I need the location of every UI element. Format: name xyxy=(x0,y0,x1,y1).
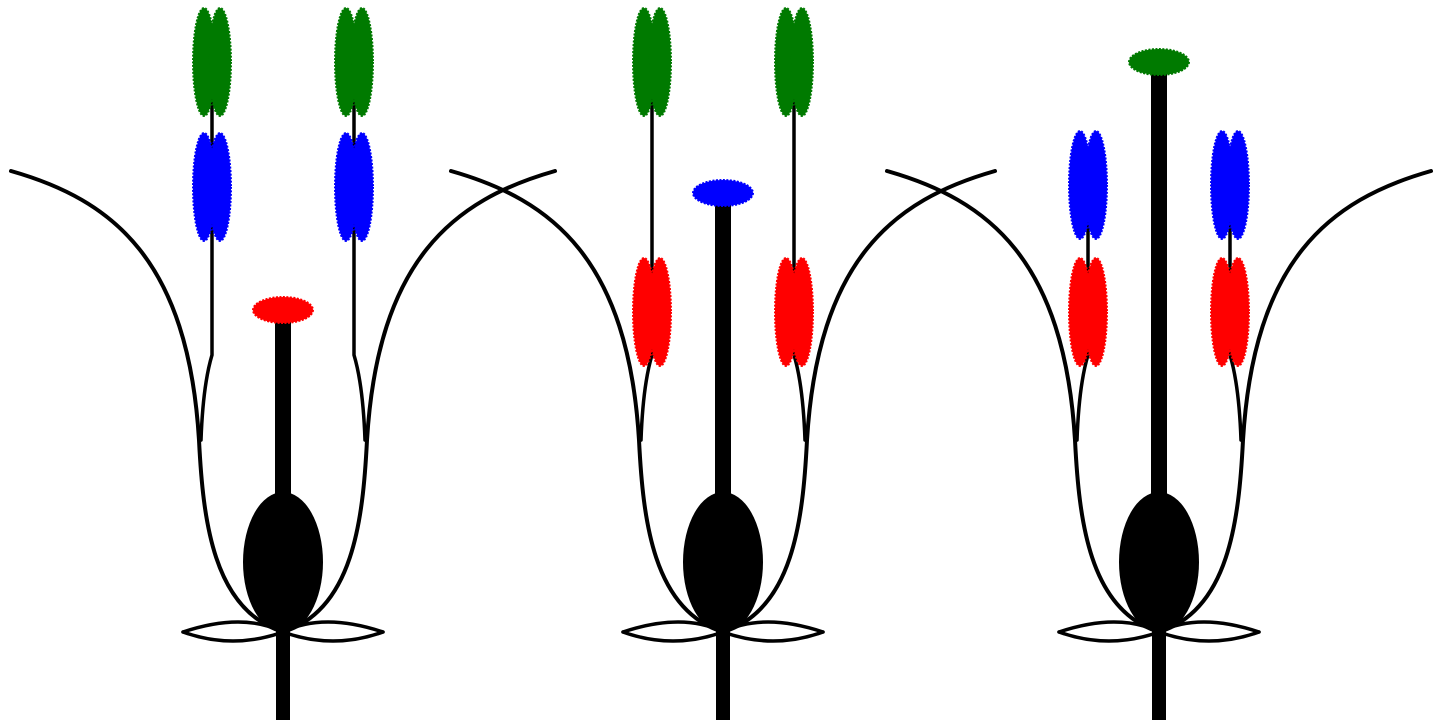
filament-right xyxy=(792,60,807,442)
petal-right xyxy=(1157,169,1433,634)
filament-left xyxy=(639,60,654,442)
stigma xyxy=(1128,48,1190,76)
upper-anther-right xyxy=(774,7,814,117)
lower-anther-right xyxy=(1210,257,1250,367)
lower-anther-right-lobe-right xyxy=(350,132,374,242)
filament-right xyxy=(352,60,367,442)
upper-anther-left xyxy=(632,7,672,117)
stigma xyxy=(692,179,754,207)
filament-left xyxy=(1075,183,1090,442)
sepal-right-lower xyxy=(281,630,385,643)
filament-right xyxy=(1228,183,1243,442)
lower-anther-left-lobe-right xyxy=(648,257,672,367)
upper-anther-left xyxy=(192,7,232,117)
sepal-right-lower xyxy=(721,630,825,643)
petal-left xyxy=(9,169,285,634)
lower-anther-left-lobe-right xyxy=(1084,257,1108,367)
upper-anther-right xyxy=(1210,130,1250,240)
upper-anther-left-lobe-right xyxy=(1084,130,1108,240)
upper-anther-left-lobe-right xyxy=(208,7,232,117)
lower-anther-right xyxy=(774,257,814,367)
filament-left xyxy=(199,60,214,442)
lower-anther-right-lobe-right xyxy=(790,257,814,367)
flowers-layer xyxy=(9,7,1433,720)
upper-anther-right-lobe-right xyxy=(790,7,814,117)
lower-anther-left xyxy=(632,257,672,367)
petal-right xyxy=(721,169,997,634)
lower-anther-right xyxy=(334,132,374,242)
sepal-left-lower xyxy=(621,630,725,643)
lower-anther-left xyxy=(192,132,232,242)
style xyxy=(1151,62,1167,505)
sepal-right-lower xyxy=(1157,630,1261,643)
flower-1 xyxy=(9,7,557,720)
lower-anther-right-lobe-right xyxy=(1226,257,1250,367)
upper-anther-right-lobe-right xyxy=(1226,130,1250,240)
sepal-left-lower xyxy=(181,630,285,643)
ovary xyxy=(1119,492,1199,632)
flower-2 xyxy=(449,7,997,720)
stigma xyxy=(252,296,314,324)
petal-left xyxy=(449,169,725,634)
flower-3 xyxy=(885,48,1433,720)
petal-left xyxy=(885,169,1161,634)
upper-anther-left-lobe-right xyxy=(648,7,672,117)
style xyxy=(275,310,291,505)
lower-anther-left xyxy=(1068,257,1108,367)
ovary xyxy=(683,492,763,632)
sepal-left-lower xyxy=(1057,630,1161,643)
upper-anther-right-lobe-right xyxy=(350,7,374,117)
ovary xyxy=(243,492,323,632)
lower-anther-left-lobe-right xyxy=(208,132,232,242)
petal-right xyxy=(281,169,557,634)
upper-anther-left xyxy=(1068,130,1108,240)
style xyxy=(715,193,731,505)
upper-anther-right xyxy=(334,7,374,117)
